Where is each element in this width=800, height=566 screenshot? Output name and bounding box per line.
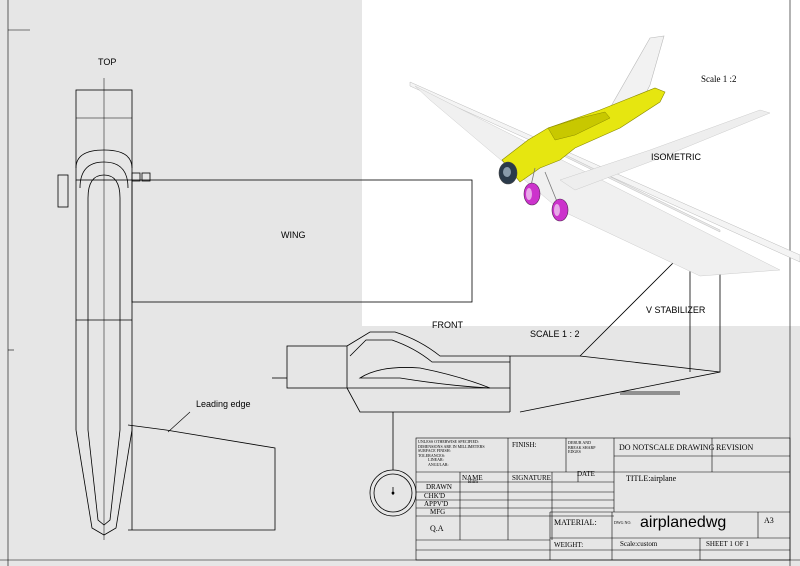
front-scale-label: SCALE 1 : 2 xyxy=(530,329,580,339)
sheet-number: SHEET 1 OF 1 xyxy=(706,540,749,548)
deburr-line: EDGES xyxy=(568,449,581,455)
header-date: DATE xyxy=(577,470,595,478)
v-stabilizer-label: V STABILIZER xyxy=(646,305,706,315)
revision-label: REVISION xyxy=(716,443,754,452)
deburr-line: BREAK SHARP xyxy=(568,444,596,450)
front-view xyxy=(272,245,721,470)
top-view-label: TOP xyxy=(98,57,117,67)
note-line: TOLERANCES: xyxy=(418,452,446,458)
note-line: UNLESS OTHERWISE SPECIFIED: xyxy=(418,439,479,444)
do-not-scale-note: DO NOTSCALE DRAWING xyxy=(619,443,715,452)
iso-scale-label: Scale 1 :2 xyxy=(701,74,737,84)
header-name: NAME xyxy=(462,474,483,482)
leading-edge-label: Leading edge xyxy=(196,399,251,409)
sheet-background xyxy=(362,326,800,566)
finish-label: FINISH: xyxy=(512,441,537,449)
horizontal-stabilizer xyxy=(127,424,276,531)
row-appvd-role: APPV'D xyxy=(424,500,449,508)
deburr-line: DEBUR AND xyxy=(568,440,592,445)
general-notes: UNLESS OTHERWISE SPECIFIED: DIMENSIONS A… xyxy=(418,439,485,468)
title-block xyxy=(415,437,791,561)
top-view xyxy=(57,78,151,540)
row-qa-role: Q.A xyxy=(430,524,444,533)
note-line: ANGULAR: xyxy=(428,461,449,467)
scale-value: Scale:custom xyxy=(620,540,658,548)
wing-outline xyxy=(131,179,473,303)
row-drawn-role: DRAWN xyxy=(426,483,452,491)
note-line: DIMENSIONS ARE IN MILLIMETERS xyxy=(418,443,485,449)
note-line: LINEAR: xyxy=(428,457,444,463)
header-signature: SIGNATURE xyxy=(512,474,551,482)
row-mfg-role: MFG xyxy=(430,508,446,516)
note-line: SURFACE FINISH: xyxy=(418,448,451,454)
landing-wheel xyxy=(369,469,417,517)
sheet-size: A3 xyxy=(764,516,774,525)
leading-edge-leader xyxy=(167,411,191,433)
front-view-label: FRONT xyxy=(432,320,463,330)
isometric-label: ISOMETRIC xyxy=(651,152,702,162)
sheet-background xyxy=(0,0,362,566)
row-chkd-role: CHK'D xyxy=(424,492,446,500)
drawing-number: airplanedwg xyxy=(640,514,727,531)
weight-label: WEIGHT: xyxy=(554,541,584,549)
deburr-note: DEBUR AND BREAK SHARP EDGES xyxy=(568,440,596,455)
material-label: MATERIAL: xyxy=(554,518,597,527)
isometric-view xyxy=(409,35,800,277)
dwg-no-label: DWG NO. xyxy=(614,520,632,525)
wing-label: WING xyxy=(281,230,306,240)
row-drawn-name: Bilm xyxy=(468,480,479,485)
drawing-title: TITLE:airplane xyxy=(626,474,677,483)
